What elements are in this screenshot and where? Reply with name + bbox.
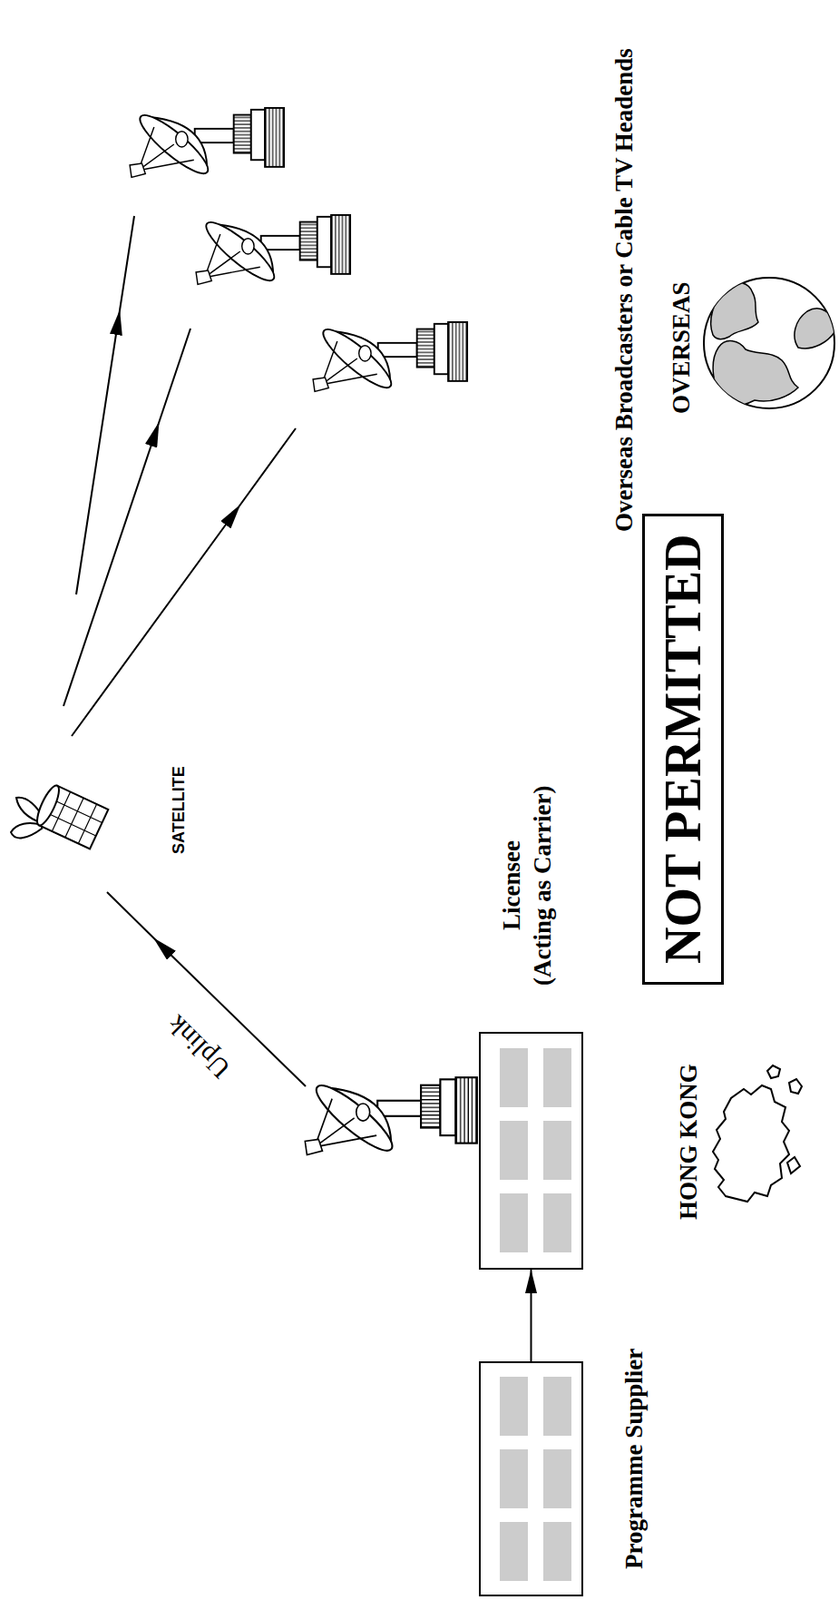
hong-kong-map xyxy=(712,1064,802,1201)
notice-box: NOT PERMITTED xyxy=(642,513,724,985)
globe xyxy=(703,277,837,409)
region-label: HONG KONG xyxy=(674,1063,703,1220)
window xyxy=(543,1375,572,1435)
satellite xyxy=(10,782,108,849)
satellite-label: SATELLITE xyxy=(169,765,189,854)
uplink-line xyxy=(107,891,306,1086)
window xyxy=(543,1120,572,1180)
supplier-building: Programme Supplier xyxy=(478,1360,584,1596)
region-label: OVERSEAS xyxy=(667,281,696,414)
link-label: Uplink xyxy=(161,1008,237,1084)
downlink-line xyxy=(76,215,135,595)
receiver-label: Overseas Broadcasters or Cable TV Headen… xyxy=(610,48,639,532)
receive-dish xyxy=(312,321,468,395)
window xyxy=(499,1192,528,1252)
window xyxy=(499,1448,528,1508)
licensee-building: Licensee(Acting as Carrier) xyxy=(478,1031,584,1269)
downlink-line xyxy=(63,328,191,706)
window xyxy=(499,1375,528,1435)
uplink-dish xyxy=(304,1076,478,1159)
notice-text: NOT PERMITTED xyxy=(653,534,713,964)
flow-arrow xyxy=(530,1268,533,1361)
window xyxy=(499,1120,528,1180)
window xyxy=(499,1047,528,1107)
window xyxy=(499,1521,528,1581)
window xyxy=(543,1047,572,1107)
window xyxy=(543,1521,572,1581)
node-label: Licensee xyxy=(497,839,527,930)
window xyxy=(543,1448,572,1508)
node-label: Programme Supplier xyxy=(620,1347,649,1569)
receive-dish xyxy=(129,107,284,181)
window xyxy=(543,1192,572,1252)
receive-dish xyxy=(195,214,351,288)
node-label: (Acting as Carrier) xyxy=(528,785,557,986)
